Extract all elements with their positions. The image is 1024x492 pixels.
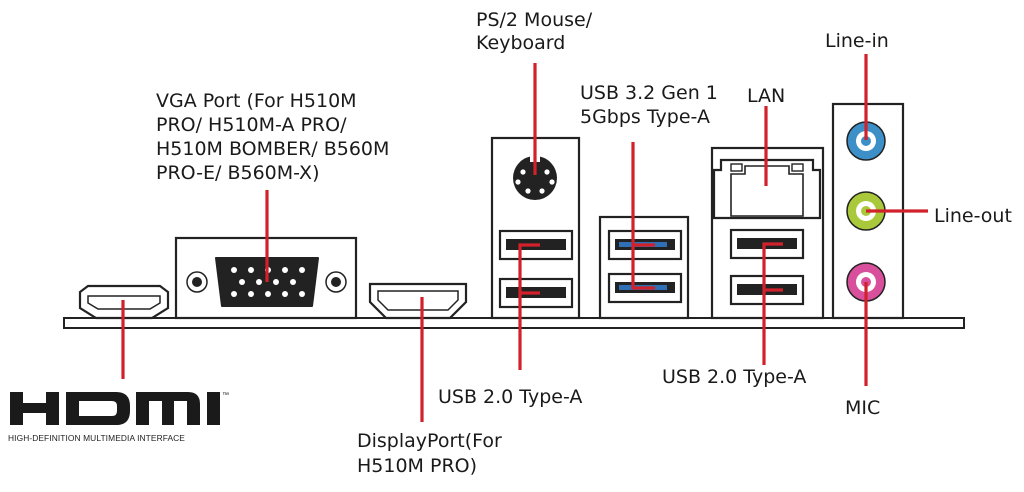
label-displayport: DisplayPort(For H510M PRO)	[357, 430, 508, 477]
displayport-port	[368, 282, 468, 320]
usb32-stack	[598, 215, 690, 320]
leader-usb20-left	[518, 243, 540, 370]
svg-text:HIGH-DEFINITION MULTIMEDIA INT: HIGH-DEFINITION MULTIMEDIA INTERFACE	[8, 433, 185, 443]
label-usb20-left: USB 2.0 Type-A	[438, 386, 582, 408]
leader-usb20-right	[762, 242, 783, 365]
line-in-jack	[846, 121, 886, 161]
label-mic: MIC	[845, 397, 880, 419]
io-panel-base	[63, 317, 965, 329]
svg-text:™: ™	[222, 392, 229, 399]
label-ps2: PS/2 Mouse/ Keyboard	[476, 9, 598, 54]
audio-stack	[831, 102, 905, 320]
label-line-out: Line-out	[934, 205, 1012, 227]
leader-lines	[121, 54, 928, 422]
hdmi-logo: ™ HIGH-DEFINITION MULTIMEDIA INTERFACE	[8, 392, 229, 443]
leader-usb32	[631, 142, 655, 290]
hdmi-port	[78, 284, 170, 320]
label-usb32: USB 3.2 Gen 1 5Gbps Type-A	[580, 82, 724, 128]
label-line-in: Line-in	[825, 30, 889, 52]
label-vga: VGA Port (For H510M PRO/ H510M-A PRO/ H5…	[156, 90, 395, 184]
label-usb20-right: USB 2.0 Type-A	[662, 366, 806, 388]
label-lan: LAN	[747, 85, 785, 107]
